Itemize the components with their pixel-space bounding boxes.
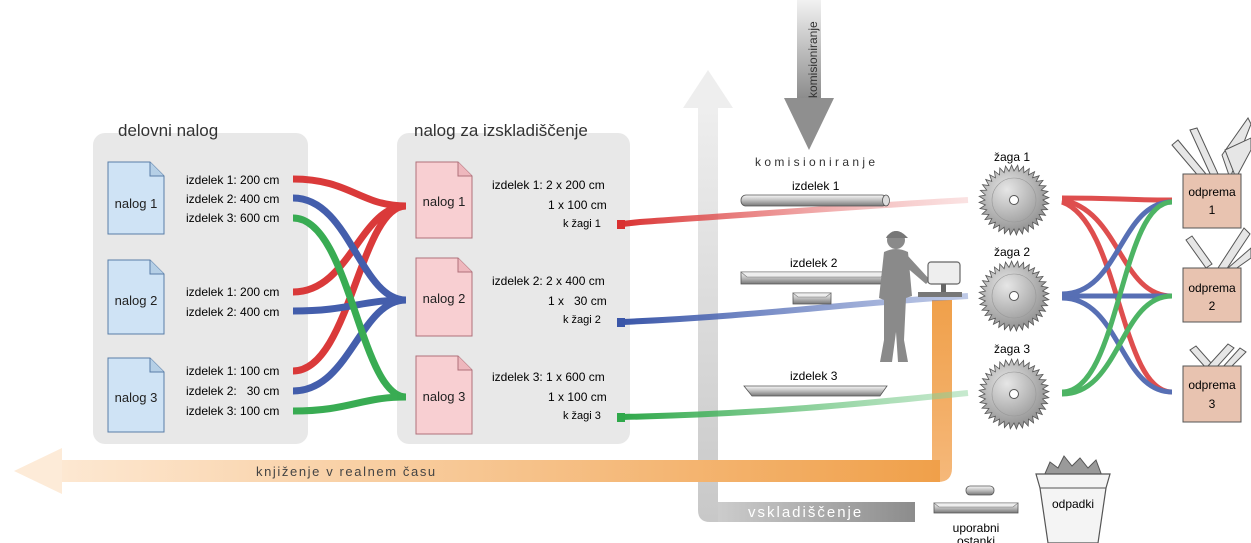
shipping-box-icon	[1182, 173, 1242, 229]
commissioning-arrow-label: komisioniranje	[806, 21, 820, 98]
saw-1-label: žaga 1	[994, 150, 1030, 164]
storage-label-bar	[718, 502, 915, 522]
leftovers-label-2: ostanki	[957, 534, 995, 543]
leftovers-label-1: uporabni	[953, 521, 1000, 535]
picking-order-1-line-2: 1 x 100 cm	[548, 198, 607, 212]
commissioning-arrow-head	[784, 98, 834, 150]
shipping-box-icon	[1182, 365, 1242, 423]
document-icon	[415, 161, 473, 239]
saw-2[interactable]: žaga 2	[978, 245, 1050, 332]
work-order-2-item-2: izdelek 2: 400 cm	[186, 305, 279, 319]
work-order-title: delovni nalog	[118, 121, 218, 140]
product-3-label: izdelek 3	[790, 369, 838, 383]
picking-order-3-line-2: 1 x 100 cm	[548, 390, 607, 404]
document-icon	[107, 161, 165, 235]
work-order-3-item-1: izdelek 1: 100 cm	[186, 364, 279, 378]
order-connectors	[292, 175, 407, 415]
document-icon	[415, 257, 473, 337]
work-order-3[interactable]: nalog 3 izdelek 1: 100 cm izdelek 2: 30 …	[107, 357, 279, 433]
tube-icon	[740, 194, 888, 207]
work-order-2[interactable]: nalog 2 izdelek 1: 200 cm izdelek 2: 400…	[107, 259, 279, 335]
picking-order-2-line-3: k žagi 2	[563, 314, 601, 326]
posting-arrow-shaft	[60, 460, 940, 482]
picking-order-2-label: nalog 2	[423, 291, 466, 306]
posting-label: knjiženje v realnem času	[256, 464, 437, 479]
work-order-1-item-2: izdelek 2: 400 cm	[186, 192, 279, 206]
work-order-2-item-1: izdelek 1: 200 cm	[186, 285, 279, 299]
scrap-pile-icon	[1043, 455, 1103, 477]
picking-order-1[interactable]: nalog 1 izdelek 1: 2 x 200 cm 1 x 100 cm…	[415, 161, 607, 239]
picking-order-3-line-3: k žagi 3	[563, 410, 601, 422]
picking-order-1-line-1: izdelek 1: 2 x 200 cm	[492, 178, 605, 192]
shipping-box-icon	[1182, 267, 1242, 323]
work-order-1-label: nalog 1	[115, 196, 158, 211]
profiles-icon	[1189, 343, 1247, 371]
terminal-icon	[918, 261, 962, 297]
saw-1[interactable]: žaga 1	[978, 150, 1050, 236]
shipping-3-label: odprema	[1188, 378, 1236, 392]
leftover-tube-icon	[965, 485, 995, 496]
saw-blade-icon	[978, 260, 1050, 332]
work-order-3-item-2: izdelek 2: 30 cm	[186, 384, 279, 398]
product-1: izdelek 1	[740, 179, 890, 207]
waste-label: odpadki	[1052, 497, 1094, 511]
work-order-2-label: nalog 2	[115, 293, 158, 308]
shipping-1-label: odprema	[1188, 185, 1236, 199]
profiles-icon	[1185, 227, 1251, 271]
product-2-label: izdelek 2	[790, 256, 838, 270]
product-2: izdelek 2	[740, 256, 888, 305]
saw-3[interactable]: žaga 3	[978, 342, 1050, 430]
leftovers: uporabni ostanki	[933, 485, 1019, 543]
picking-order-2[interactable]: nalog 2 izdelek 2: 2 x 400 cm 1 x 30 cm …	[415, 257, 607, 337]
shipping-3[interactable]: odprema 3	[1182, 343, 1247, 423]
storage-label: vskladiščenje	[748, 504, 863, 521]
shipping-2[interactable]: odprema 2	[1182, 227, 1251, 323]
saw-routes	[617, 197, 969, 422]
shipping-3-number: 3	[1209, 397, 1216, 411]
picking-order-1-line-3: k žagi 1	[563, 218, 601, 230]
commissioning-label: k o m i s i o n i r a n j e	[755, 155, 875, 169]
work-order-1-item-3: izdelek 3: 600 cm	[186, 211, 279, 225]
picking-order-3-line-1: izdelek 3: 1 x 600 cm	[492, 370, 605, 384]
shipping-2-number: 2	[1209, 299, 1216, 313]
product-3: izdelek 3	[743, 369, 888, 397]
picking-order-2-line-1: izdelek 2: 2 x 400 cm	[492, 274, 605, 288]
picking-order-3[interactable]: nalog 3 izdelek 3: 1 x 600 cm 1 x 100 cm…	[415, 355, 607, 435]
picking-order-2-line-2: 1 x 30 cm	[548, 294, 607, 308]
worker-icon	[879, 231, 930, 362]
document-icon	[107, 259, 165, 335]
picking-order-title: nalog za izskladiščenje	[414, 121, 588, 140]
saw-2-label: žaga 2	[994, 245, 1030, 259]
angle-profile-icon	[743, 385, 888, 397]
posting-arrow-head	[14, 448, 62, 494]
document-icon	[107, 357, 165, 433]
shipping-1[interactable]: odprema 1	[1171, 117, 1251, 229]
document-icon	[415, 355, 473, 435]
work-order-1[interactable]: nalog 1 izdelek 1: 200 cm izdelek 2: 400…	[107, 161, 279, 235]
saw-blade-icon	[978, 164, 1050, 236]
shipping-connectors	[1061, 195, 1173, 397]
commissioning-arrow-shaft	[797, 0, 821, 100]
profiles-icon	[1171, 117, 1251, 180]
shipping-1-number: 1	[1209, 203, 1216, 217]
storage-arrow-head	[683, 70, 733, 108]
saw-blade-icon	[978, 358, 1050, 430]
shipping-2-label: odprema	[1188, 281, 1236, 295]
waste-bin: odpadki	[1035, 455, 1111, 543]
picking-order-1-label: nalog 1	[423, 194, 466, 209]
saw-3-label: žaga 3	[994, 342, 1030, 356]
work-order-3-label: nalog 3	[115, 390, 158, 405]
work-order-1-item-1: izdelek 1: 200 cm	[186, 173, 279, 187]
product-1-label: izdelek 1	[792, 179, 840, 193]
picking-order-3-label: nalog 3	[423, 389, 466, 404]
work-order-3-item-3: izdelek 3: 100 cm	[186, 404, 279, 418]
